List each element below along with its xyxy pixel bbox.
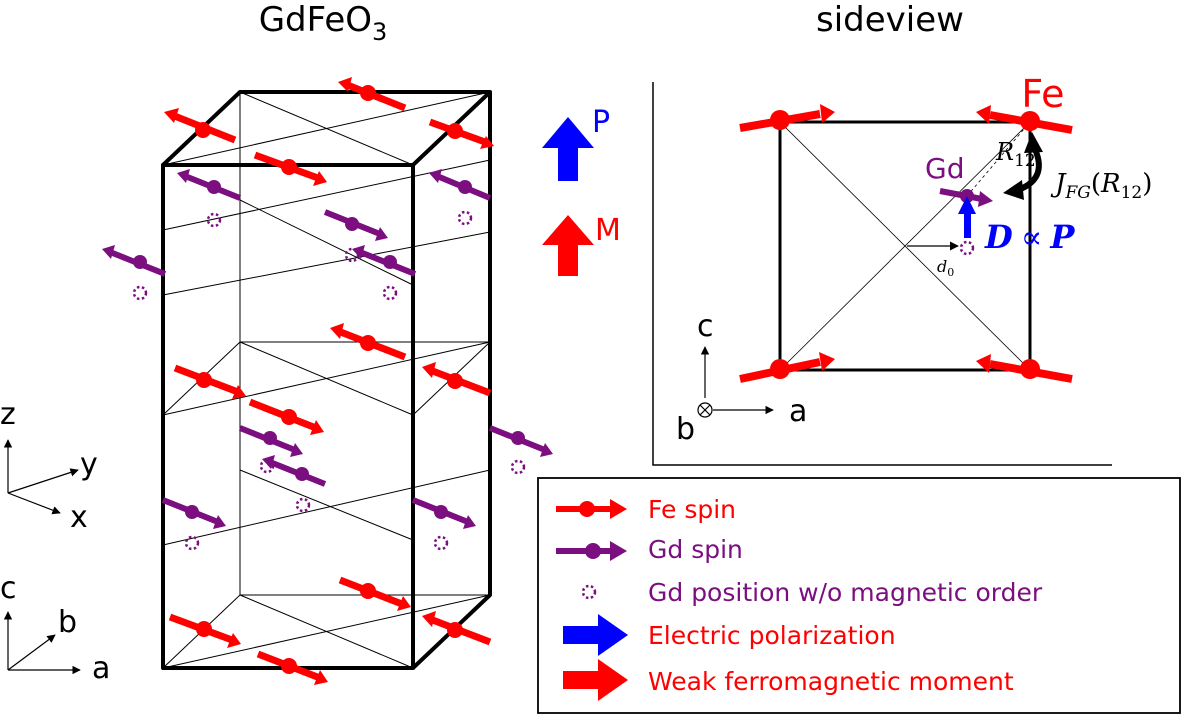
legend-weak-moment-icon — [563, 659, 628, 701]
fe-spin-arrow — [338, 77, 407, 112]
axis-label-x: x — [70, 500, 88, 535]
j-arrowhead-lower — [1003, 180, 1024, 200]
gd-position-marker — [259, 458, 275, 474]
legend-electric-polarization-label: Electric polarization — [648, 621, 896, 650]
magnetization-block-arrow — [542, 215, 594, 276]
gd-positions-main — [132, 210, 526, 551]
sideview-axes — [697, 346, 774, 418]
abc-axes — [3, 611, 81, 675]
gd-position-marker — [959, 240, 975, 256]
gd-position-marker — [344, 247, 360, 263]
gd-spin-arrow — [262, 455, 327, 487]
fe-spin-arrow — [422, 611, 492, 646]
sideview-frame — [652, 82, 1112, 466]
fe-spin-arrow — [164, 108, 237, 144]
r12-label: R12 — [995, 138, 1036, 171]
legend-gd-position-label: Gd position w/o magnetic order — [648, 578, 1043, 607]
sideview-axis-label-b: b — [676, 412, 695, 447]
legend-fe-spin-label: Fe spin — [648, 495, 736, 524]
fe-spin-arrow — [428, 118, 494, 149]
sideview-axis-label-c: c — [697, 309, 714, 344]
fe-spin-arrow — [739, 352, 835, 383]
legend-gd-spin-label: Gd spin — [648, 535, 743, 564]
gd-spin-arrow — [323, 209, 388, 241]
gd-position-marker — [132, 285, 148, 301]
fe-spins-main — [164, 77, 494, 685]
axis-label-a: a — [92, 651, 110, 686]
gd-spin-arrow — [488, 425, 553, 457]
fe-spin-arrow — [173, 364, 246, 399]
fe-spin-arrow — [422, 362, 492, 397]
legend-box — [537, 477, 1181, 714]
gd-spin-arrow — [352, 245, 417, 277]
j-fg-label: JFG(R12) — [1050, 169, 1152, 203]
fe-spin-arrow — [168, 613, 241, 648]
gd-spin-arrow — [429, 169, 492, 201]
legend-weak-moment-label: Weak ferromagnetic moment — [648, 667, 1014, 696]
axis-label-c: c — [0, 571, 17, 606]
legend: Fe spin Gd spin Gd position w/o magnetic… — [537, 477, 1181, 714]
fe-spin-arrow — [338, 576, 411, 611]
gd-atom-label: Gd — [925, 152, 964, 185]
gd-spins-main — [102, 169, 553, 529]
polarization-block-arrow — [542, 117, 594, 181]
fe-spin-arrow — [248, 398, 324, 435]
magnetization-label: M — [595, 213, 621, 248]
gd-position-marker — [382, 285, 398, 301]
axis-label-y: y — [80, 447, 98, 482]
d0-label: d0 — [937, 257, 954, 279]
gd-spin-arrow — [102, 245, 167, 277]
gd-spin-arrow — [411, 497, 476, 529]
fe-spin-arrow — [253, 151, 327, 186]
d-propto-p-label: D∝P — [984, 218, 1075, 256]
gd-position-marker — [184, 535, 200, 551]
sideview-axis-label-a: a — [789, 394, 807, 429]
sideview-title: sideview — [816, 0, 964, 40]
gd-position-marker — [457, 210, 473, 226]
gd-spin-arrow — [238, 425, 303, 457]
legend-gd-position-icon — [581, 584, 597, 600]
fe-spin-arrow — [256, 650, 328, 685]
gd-position-marker — [433, 535, 449, 551]
fe-spin-arrow — [330, 323, 407, 361]
gd-position-marker — [206, 212, 222, 228]
axis-label-z: z — [0, 397, 16, 432]
polarization-label: P — [592, 105, 610, 140]
legend-gd-spin-icon — [556, 541, 627, 561]
j-arrowhead-upper — [1024, 132, 1043, 153]
gd-spin-arrow — [177, 169, 242, 201]
fe-atom-label: Fe — [1021, 72, 1064, 116]
sideview-cell — [778, 120, 1032, 372]
axis-label-b: b — [58, 605, 77, 640]
legend-fe-spin-icon — [556, 499, 627, 519]
fe-spin-arrow — [976, 105, 1073, 134]
magnetization-indicator: M — [542, 213, 621, 276]
fe-spins-sideview — [739, 104, 1073, 383]
gd-spin-arrow — [161, 497, 226, 529]
left-panel-title: GdFeO3 — [259, 0, 388, 46]
b-axis-out-of-page-icon — [697, 402, 713, 418]
gd-position-marker — [510, 459, 526, 475]
polarization-indicator: P — [542, 105, 610, 181]
fe-spin-arrow — [976, 354, 1073, 383]
fe-spin-arrow — [739, 104, 835, 132]
xyz-axes — [3, 439, 79, 515]
gd-position-marker — [295, 497, 311, 513]
legend-electric-polarization-icon — [563, 614, 628, 656]
d-vector-arrow — [958, 196, 976, 238]
